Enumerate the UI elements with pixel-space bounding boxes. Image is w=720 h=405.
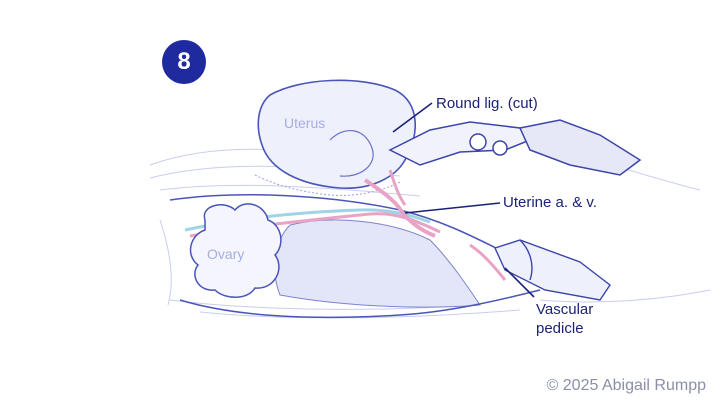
copyright-notice: © 2025 Abigail Rumpp bbox=[546, 377, 706, 394]
step-badge: 8 bbox=[162, 40, 206, 84]
uterus-label: Uterus bbox=[284, 115, 326, 131]
callout-leaders bbox=[392, 102, 535, 298]
callout-vascular-pedicle-line1: Vascular bbox=[536, 301, 594, 318]
uterus-fold bbox=[329, 130, 374, 177]
uterine-vessel-branch bbox=[363, 178, 436, 238]
pedicle-vessel bbox=[469, 243, 507, 281]
lower-instrument bbox=[494, 239, 611, 301]
callout-round-ligament: Round lig. (cut) bbox=[436, 95, 538, 112]
uterine-vessel-branch-2 bbox=[388, 169, 407, 206]
cavity-shade bbox=[274, 219, 481, 308]
callout-vascular-pedicle: Vascular pedicle bbox=[536, 300, 593, 338]
callout-vascular-pedicle-line2: pedicle bbox=[536, 320, 584, 337]
clamp-instrument bbox=[388, 119, 642, 176]
ovary-shape bbox=[189, 203, 282, 298]
ovary-label: Ovary bbox=[207, 246, 245, 262]
callout-uterine-vessels: Uterine a. & v. bbox=[503, 194, 597, 211]
lower-fold-outline bbox=[179, 289, 541, 319]
